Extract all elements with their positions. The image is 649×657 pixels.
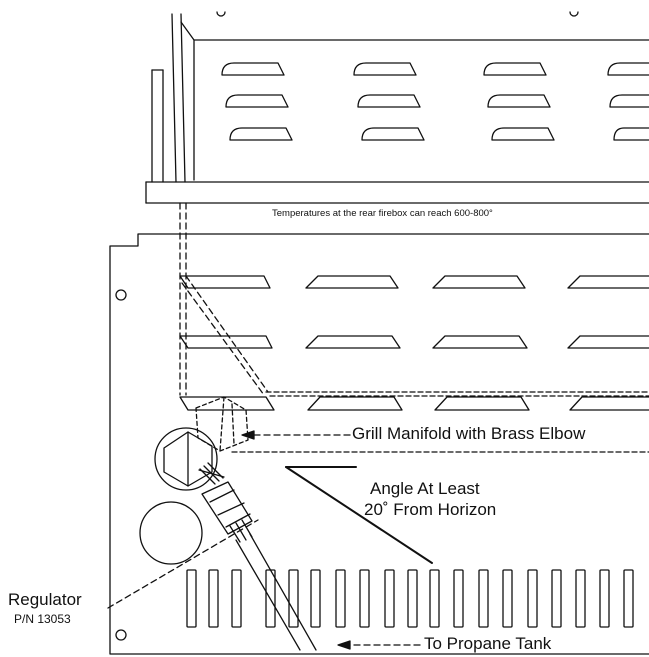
- upper-vent-slots: [222, 63, 649, 140]
- tank-label: To Propane Tank: [424, 634, 552, 653]
- mounting-hole: [217, 12, 225, 16]
- bottom-vent-slots: [187, 570, 633, 627]
- regulator-label: Regulator: [8, 590, 82, 609]
- callout-regulator: [108, 520, 258, 608]
- hose-connector: [202, 482, 252, 542]
- callout-tank: [338, 641, 420, 649]
- mounting-hole: [116, 630, 126, 640]
- regulator-part-number: P/N 13053: [14, 612, 71, 626]
- angle-indicator: [286, 467, 432, 563]
- angle-label-line1: Angle At Least: [370, 479, 480, 498]
- lower-vent-slots: [180, 276, 649, 410]
- elbow-circle: [155, 428, 217, 490]
- rear-temperature-note: Temperatures at the rear firebox can rea…: [272, 208, 493, 219]
- manifold-label: Grill Manifold with Brass Elbow: [352, 424, 586, 443]
- brass-elbow: [155, 397, 248, 490]
- lower-panel: [110, 234, 649, 654]
- rear-firebox-panel: [146, 12, 649, 203]
- manifold-outline: [232, 392, 649, 452]
- mounting-hole: [116, 290, 126, 300]
- hidden-edges: [180, 203, 268, 395]
- mounting-hole: [570, 12, 578, 16]
- angle-label-line2: 20˚ From Horizon: [364, 500, 497, 519]
- callout-manifold: [242, 431, 350, 439]
- propane-hose: [236, 534, 316, 650]
- regulator-circle: [140, 502, 202, 564]
